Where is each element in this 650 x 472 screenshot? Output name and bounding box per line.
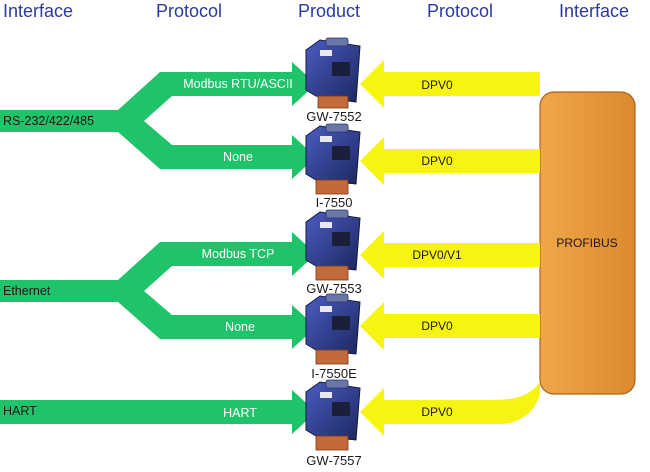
- device-gw7557: [305, 379, 361, 451]
- right-protocol-3: DPV0/V1: [412, 248, 462, 262]
- product-label-i7550e: I-7550E: [311, 366, 357, 381]
- green-fork-ethernet: [0, 232, 316, 349]
- green-arrow-hart: [0, 390, 316, 434]
- right-protocol-2: DPV0: [421, 154, 453, 168]
- header-protocol-left: Protocol: [156, 1, 223, 21]
- yellow-arrow-4: [360, 302, 540, 350]
- left-protocol-1: Modbus RTU/ASCII: [183, 77, 293, 91]
- left-protocol-2: None: [223, 150, 253, 164]
- right-protocol-1: DPV0: [421, 78, 453, 92]
- interface-ethernet: Ethernet: [3, 284, 51, 298]
- device-gw7552: [305, 37, 361, 109]
- product-label-i7550: I-7550: [315, 195, 353, 210]
- right-protocol-4: DPV0: [421, 319, 453, 333]
- left-protocol-3: Modbus TCP: [202, 247, 275, 261]
- header-interface-right: Interface: [559, 1, 630, 21]
- product-label-gw7552: GW-7552: [306, 109, 362, 124]
- yellow-arrow-2: [360, 137, 540, 185]
- product-label-gw7553: GW-7553: [306, 281, 362, 296]
- header-product: Product: [298, 1, 361, 21]
- device-gw7553: [305, 209, 361, 281]
- yellow-arrow-1: [360, 60, 540, 108]
- yellow-arrow-3: [360, 231, 540, 279]
- yellow-arrow-5: [360, 382, 540, 436]
- left-protocol-5: HART: [223, 406, 257, 420]
- header-protocol-right: Protocol: [427, 1, 494, 21]
- right-protocol-5: DPV0: [421, 405, 453, 419]
- header-interface-left: Interface: [3, 1, 74, 21]
- product-label-gw7557: GW-7557: [306, 453, 362, 468]
- profibus-label: PROFIBUS: [556, 236, 617, 250]
- green-fork-rs485: [0, 62, 316, 179]
- device-i7550e: [305, 293, 361, 365]
- interface-hart: HART: [3, 404, 37, 418]
- device-i7550: [305, 123, 361, 195]
- interface-rs232-422-485: RS-232/422/485: [3, 114, 95, 128]
- left-protocol-4: None: [225, 320, 255, 334]
